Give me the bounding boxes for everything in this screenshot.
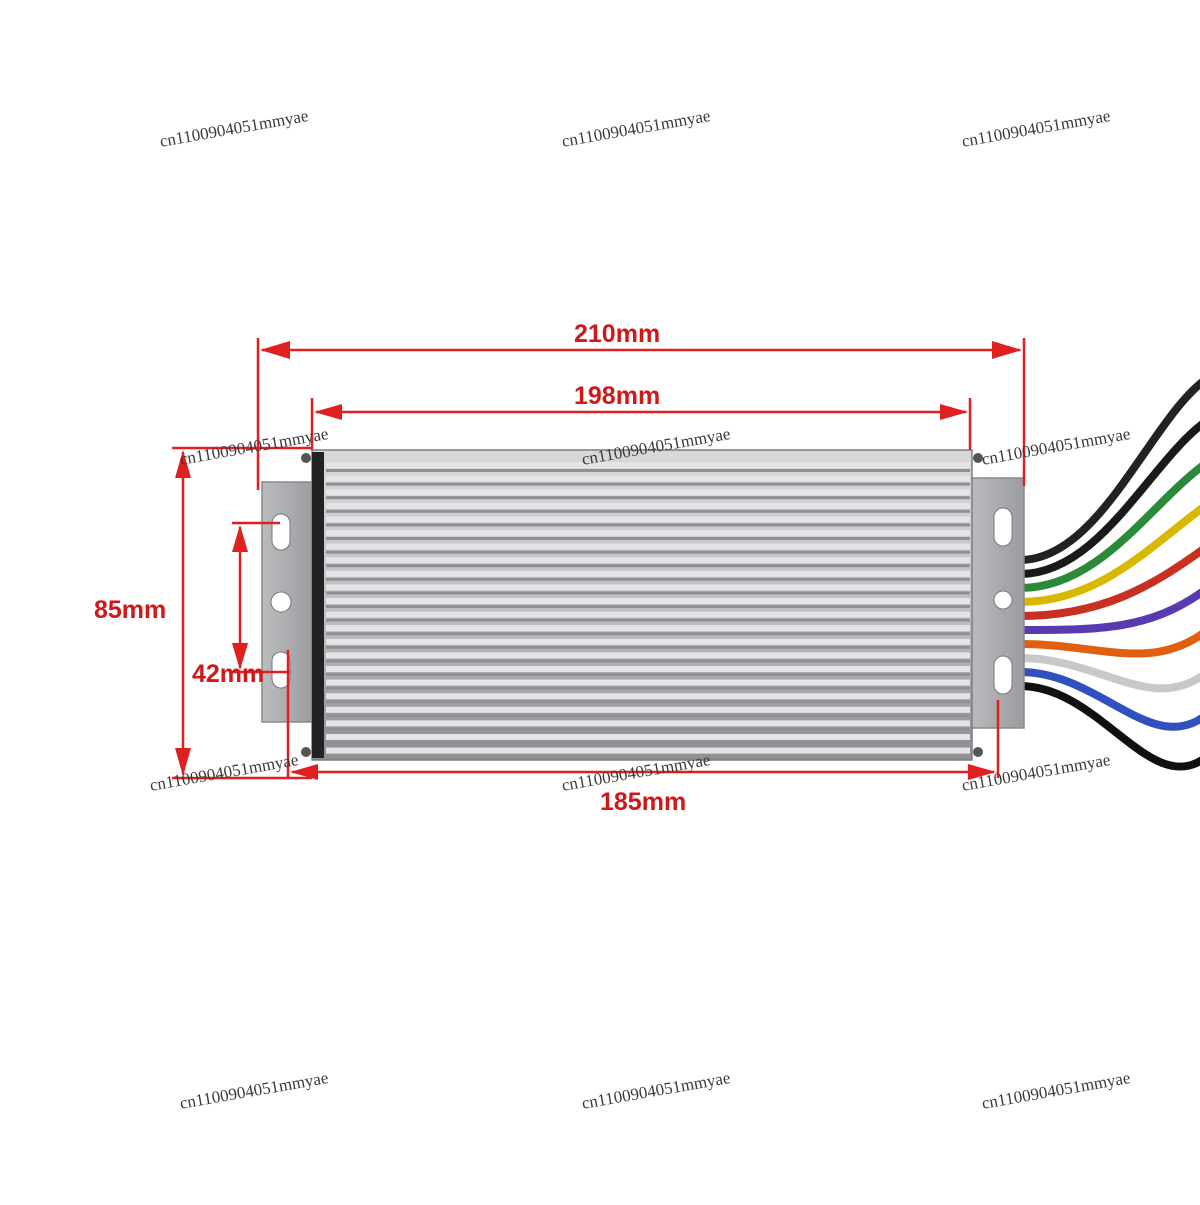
fin-shadow [326, 496, 970, 500]
mount-spacing-label: 185mm [600, 788, 687, 816]
wire [1016, 654, 1200, 693]
fin-shadow [326, 550, 970, 554]
fin-highlight [326, 706, 970, 713]
screw [301, 747, 311, 757]
fin-highlight [326, 557, 970, 564]
wire [1016, 462, 1200, 592]
wire [1016, 682, 1200, 771]
fin-shadow [326, 741, 970, 744]
fin-highlight [326, 584, 970, 591]
overall-length-label: 210mm [574, 320, 661, 348]
wire [1016, 668, 1200, 731]
end-cap-seal [312, 452, 324, 758]
screw [301, 453, 311, 463]
fin-shadow [326, 754, 970, 758]
fin-shadow [326, 713, 970, 717]
screw [973, 453, 983, 463]
fin-highlight [326, 679, 970, 686]
fin-highlight [326, 747, 970, 754]
screw [973, 747, 983, 757]
wire [1016, 504, 1200, 606]
fin-shadow [326, 659, 970, 663]
fin-shadow [326, 577, 970, 581]
fin-shadow [326, 645, 970, 649]
fin-highlight [326, 720, 970, 727]
fin-highlight [326, 462, 970, 468]
wire [1016, 588, 1200, 634]
fin-shadow [326, 523, 970, 527]
fin-highlight [326, 652, 970, 659]
fin-shadow [326, 591, 970, 595]
fin-highlight [326, 666, 970, 672]
fin-shadow [326, 469, 970, 472]
fin-shadow [326, 632, 970, 636]
fin-shadow [326, 686, 970, 690]
fin-highlight [326, 502, 970, 509]
body-length-label: 198mm [574, 382, 661, 410]
height-label: 85mm [94, 596, 167, 624]
fin-shadow [326, 509, 970, 513]
heatsink-housing [301, 449, 983, 761]
fin-shadow [326, 618, 970, 622]
fin-highlight [326, 638, 970, 645]
fin-highlight [326, 611, 970, 618]
fin-highlight [326, 475, 970, 482]
fin-shadow [326, 537, 970, 540]
wire [1016, 378, 1200, 564]
fin-highlight [326, 543, 970, 550]
fin-shadow [326, 727, 970, 731]
dimension-arrowheads [175, 341, 1022, 780]
fin-highlight [326, 598, 970, 604]
fin-highlight [326, 516, 970, 523]
wire [1016, 546, 1200, 620]
fin-highlight [326, 570, 970, 577]
fin-highlight [326, 734, 970, 740]
cooling-fins [326, 462, 970, 758]
fin-highlight [326, 530, 970, 536]
fin-shadow [326, 605, 970, 608]
fin-shadow [326, 700, 970, 704]
right-mounting-bracket [967, 477, 1025, 729]
hole-spacing-label: 42mm [192, 660, 265, 688]
fin-shadow [326, 482, 970, 486]
fin-highlight [326, 625, 970, 632]
wire [1016, 420, 1200, 578]
wire-bundle [1016, 378, 1200, 771]
fin-highlight [326, 489, 970, 496]
fin-highlight [326, 693, 970, 700]
wire [1016, 630, 1200, 658]
fin-shadow [326, 673, 970, 676]
fin-shadow [326, 564, 970, 568]
